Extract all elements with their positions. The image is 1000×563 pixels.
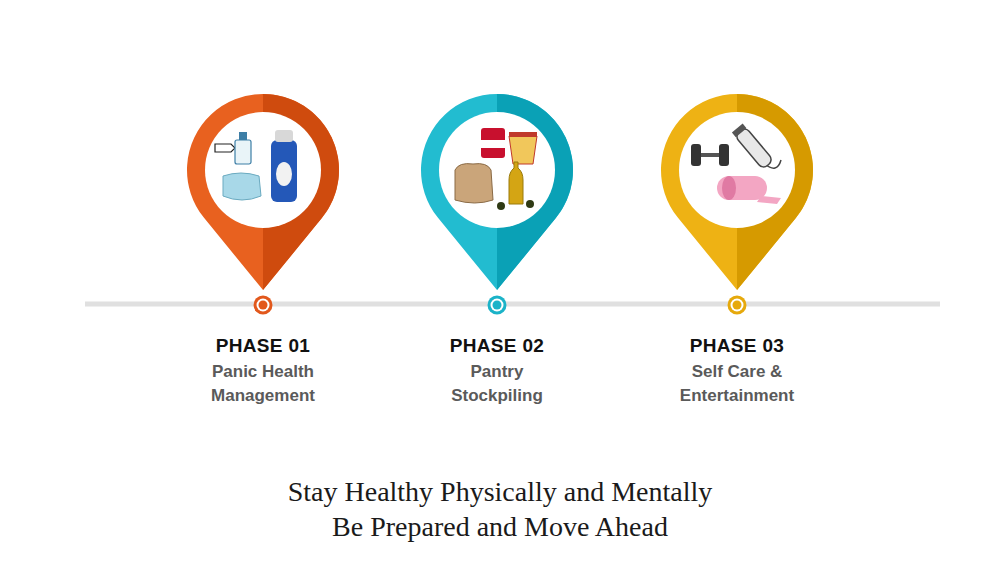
pin-group (421, 94, 573, 290)
timeline-bar (85, 302, 940, 307)
timeline-dot-gap (731, 299, 744, 312)
noodle-lid (509, 132, 537, 137)
pin-shape (187, 94, 339, 290)
phase-labels: PHASE 01Panic Health Management (153, 334, 373, 408)
pin-group (187, 94, 339, 290)
timeline-dot-core (733, 301, 742, 310)
phase-name: Panic Health Management (210, 360, 317, 408)
dumbbell-plate (719, 144, 729, 166)
phase-marker: PHASE 02Pantry Stockpiling (387, 92, 607, 408)
phase-name: Pantry Stockpiling (450, 360, 545, 408)
location-pin (627, 92, 847, 298)
caption: Stay Healthy Physically and Mentally Be … (286, 474, 714, 544)
yoga-mat-roll (722, 176, 736, 200)
dumbbell-bar (701, 153, 719, 157)
face-mask (223, 173, 261, 200)
olive (497, 202, 505, 210)
yoga-mat (717, 176, 767, 200)
location-pin (387, 92, 607, 298)
can-label (276, 162, 292, 186)
soup-label (481, 140, 505, 148)
phase-name: Self Care & Entertainment (678, 360, 796, 408)
phase-labels: PHASE 03Self Care & Entertainment (627, 334, 847, 408)
timeline-dot-gap (491, 299, 504, 312)
spray-cap (275, 130, 293, 142)
rice-sack (455, 164, 493, 203)
pin-shape (421, 94, 573, 290)
oil-bottle (509, 162, 523, 204)
pin-window (439, 112, 555, 228)
timeline-dot-core (259, 301, 268, 310)
clipper-blade (732, 124, 747, 138)
sanitizer-bottle (235, 140, 251, 164)
timeline-dot (254, 296, 273, 315)
phase-number: PHASE 03 (627, 334, 847, 358)
timeline-dot-gap (257, 299, 270, 312)
hand (215, 144, 235, 152)
sanitizer-pump (239, 132, 247, 140)
timeline-dot-core (493, 301, 502, 310)
pin-group (661, 94, 813, 290)
noodle-cup (509, 136, 537, 164)
spray-can (271, 140, 297, 202)
pin-window (679, 112, 795, 228)
phase-marker: PHASE 01Panic Health Management (153, 92, 373, 408)
pin-shape (661, 94, 813, 290)
location-pin (153, 92, 373, 298)
soup-can (481, 128, 505, 158)
timeline-dot (488, 296, 507, 315)
phase-number: PHASE 02 (387, 334, 607, 358)
phase-marker: PHASE 03Self Care & Entertainment (627, 92, 847, 408)
dumbbell-plate (691, 144, 701, 166)
phase-labels: PHASE 02Pantry Stockpiling (387, 334, 607, 408)
olive (526, 200, 534, 208)
phase-number: PHASE 01 (153, 334, 373, 358)
pin-window (205, 112, 321, 228)
timeline-dot (728, 296, 747, 315)
